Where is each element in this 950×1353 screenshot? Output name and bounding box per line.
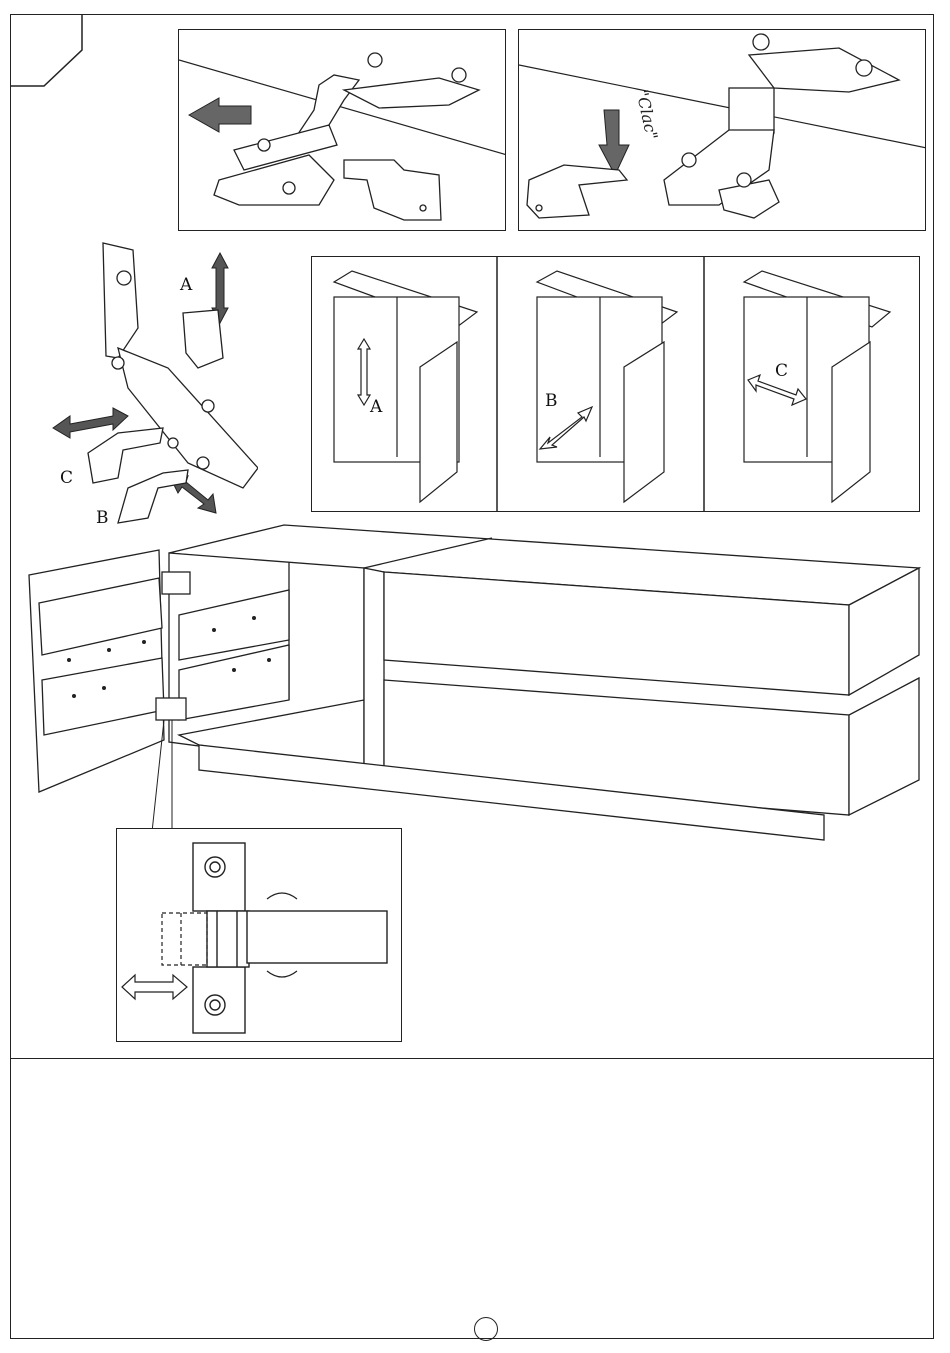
hinge-detail-panel xyxy=(116,828,402,1042)
door-label-c: C xyxy=(775,363,788,380)
cabinet-a-icon xyxy=(334,271,477,502)
cabinet-b-icon xyxy=(537,271,677,502)
hinge-icon xyxy=(664,34,899,218)
hinge-adjust-diagram xyxy=(48,238,258,538)
adjust-label-a: A xyxy=(180,277,192,294)
sideboard-diagram xyxy=(24,520,924,850)
pointing-hand-icon xyxy=(344,160,441,220)
direction-arrow-icon xyxy=(189,98,251,132)
door-label-b: B xyxy=(545,393,558,410)
hinge-icon xyxy=(156,698,186,720)
hinge-clac-panel: "Clac" xyxy=(518,29,926,231)
page-number-circle xyxy=(474,1317,498,1341)
hinge-icon xyxy=(193,843,387,1033)
direction-arrow-icon xyxy=(599,110,629,175)
door-adjust-panel: A B C xyxy=(311,256,920,512)
section-divider xyxy=(10,1058,934,1059)
hinge-icon xyxy=(162,572,190,594)
pointing-hand-icon xyxy=(527,165,627,218)
adjust-label-c: C xyxy=(60,470,73,487)
page-corner xyxy=(0,0,90,90)
door-label-a: A xyxy=(370,399,382,416)
direction-arrow-icon xyxy=(122,975,187,999)
hinge-attach-panel xyxy=(178,29,506,231)
